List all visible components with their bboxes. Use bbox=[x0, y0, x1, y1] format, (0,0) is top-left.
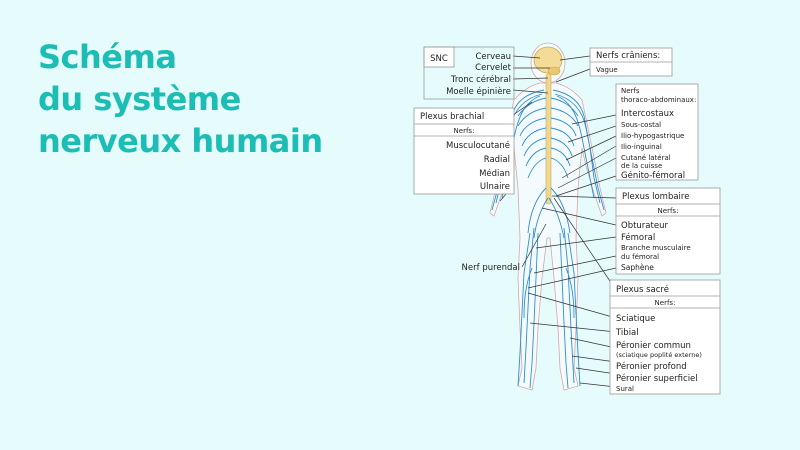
central-nervous-system bbox=[533, 46, 563, 205]
peripheral-nerves bbox=[491, 89, 605, 389]
nerve-right-leg bbox=[559, 227, 581, 389]
leader-lombaire bbox=[527, 195, 617, 289]
title-line-3: nerveux humain bbox=[38, 122, 323, 160]
leader-thoraco bbox=[555, 114, 617, 197]
snc-item-cervelet: Cervelet bbox=[475, 63, 512, 73]
box-dividers bbox=[414, 61, 720, 309]
leader-snc bbox=[512, 55, 550, 94]
lombaire-item-femoral: Fémoral bbox=[621, 232, 655, 243]
sacre-header: Plexus sacré bbox=[616, 284, 669, 295]
lombaire-item-du-femoral: du fémoral bbox=[621, 253, 659, 261]
lombaire-sub: Nerfs: bbox=[658, 207, 679, 215]
sacre-item-sciatique: Sciatique bbox=[616, 314, 655, 324]
snc-item-tronc: Tronc cérébral bbox=[450, 74, 511, 85]
brachial-header: Plexus brachial bbox=[420, 112, 484, 122]
thoraco-box bbox=[615, 83, 699, 181]
snc-item-cerveau: Cerveau bbox=[475, 52, 511, 62]
nerve-intercostal bbox=[517, 97, 579, 179]
brachial-box bbox=[413, 107, 515, 195]
thoraco-header-2: thoraco-abdominaux: bbox=[621, 96, 696, 104]
cranial-labels: Nerfs crâniens: Vague bbox=[596, 51, 660, 74]
snc-list-box bbox=[423, 46, 515, 100]
nerve-lumbar-plexus bbox=[527, 187, 571, 239]
title-line-1: Schéma bbox=[38, 38, 177, 76]
thoraco-item-ilio-inguinal: Ilio-inguinal bbox=[621, 143, 662, 151]
thoraco-header-1: Nerfs bbox=[621, 87, 640, 95]
sacre-item-peronier-superficiel: Péronier superficiel bbox=[616, 373, 698, 384]
thoraco-item-cutane-lateral: Cutané latéral bbox=[621, 154, 671, 162]
brachial-item-musculocutane: Musculocutané bbox=[446, 140, 510, 151]
lombaire-item-branche: Branche musculaire bbox=[621, 244, 691, 252]
lombaire-box bbox=[615, 187, 721, 275]
leader-cranial bbox=[555, 55, 591, 83]
thoraco-item-ilio-hypogastrique: Ilio-hypogastrique bbox=[621, 132, 684, 140]
thoraco-item-intercostaux: Intercostaux bbox=[621, 109, 674, 119]
thoraco-item-sous-costal: Sous-costal bbox=[621, 121, 661, 129]
snc-header: SNC bbox=[430, 54, 448, 64]
cranial-header: Nerfs crâniens: bbox=[596, 51, 660, 61]
snc-item-moelle: Moelle épinière bbox=[446, 86, 511, 97]
title-line-2: du système bbox=[38, 80, 241, 118]
nerve-left-leg bbox=[517, 227, 539, 389]
sacre-item-peronier-profond: Péronier profond bbox=[616, 361, 687, 372]
pudendal-label: Nerf purendal bbox=[462, 263, 520, 273]
leader-pudendal bbox=[521, 223, 547, 268]
label-boxes bbox=[413, 46, 721, 395]
nervous-system-diagram: SNC Cerveau Cervelet Tronc cérébral Moel… bbox=[413, 42, 721, 395]
body-outline bbox=[489, 82, 607, 391]
leader-sacre bbox=[527, 197, 617, 388]
brachial-labels: Plexus brachial Nerfs: Musculocutané Rad… bbox=[420, 112, 510, 192]
lombaire-labels: Plexus lombaire Nerfs: Obturateur Fémora… bbox=[621, 192, 691, 272]
lombaire-item-obturateur: Obturateur bbox=[621, 221, 668, 231]
thoraco-labels: Nerfs thoraco-abdominaux: Intercostaux S… bbox=[621, 87, 696, 181]
lombaire-header: Plexus lombaire bbox=[622, 192, 689, 202]
cerebellum-shape bbox=[547, 66, 561, 76]
sacre-labels: Plexus sacré Nerfs: Sciatique Tibial Pér… bbox=[615, 284, 702, 393]
cranial-item-vague: Vague bbox=[596, 66, 618, 74]
brachial-item-median: Médian bbox=[479, 168, 510, 179]
sacre-item-peronier-commun: Péronier commun bbox=[616, 340, 691, 351]
sacre-item-sural: Sural bbox=[616, 385, 634, 393]
sacre-item-tibial: Tibial bbox=[615, 328, 639, 338]
page-title: Schéma du système nerveux humain bbox=[38, 36, 323, 162]
sacre-box bbox=[609, 279, 721, 395]
brachial-item-radial: Radial bbox=[484, 155, 510, 165]
sacre-sub: Nerfs: bbox=[655, 299, 676, 307]
sacre-item-sciatique-poplite: (sciatique poplité externe) bbox=[616, 351, 702, 359]
brachial-item-ulnaire: Ulnaire bbox=[480, 182, 510, 192]
spinal-cord-shape bbox=[545, 73, 552, 205]
nerve-right-arm bbox=[552, 89, 605, 211]
lombaire-item-saphene: Saphène bbox=[621, 263, 654, 272]
pudendal-text: Nerf purendal bbox=[462, 263, 520, 273]
thoraco-item-genito-femoral: Génito-fémoral bbox=[621, 170, 685, 181]
snc-labels: SNC Cerveau Cervelet Tronc cérébral Moel… bbox=[430, 52, 512, 97]
brachial-sub: Nerfs: bbox=[454, 127, 475, 135]
thoraco-item-de-la-cuisse: de la cuisse bbox=[621, 162, 662, 170]
